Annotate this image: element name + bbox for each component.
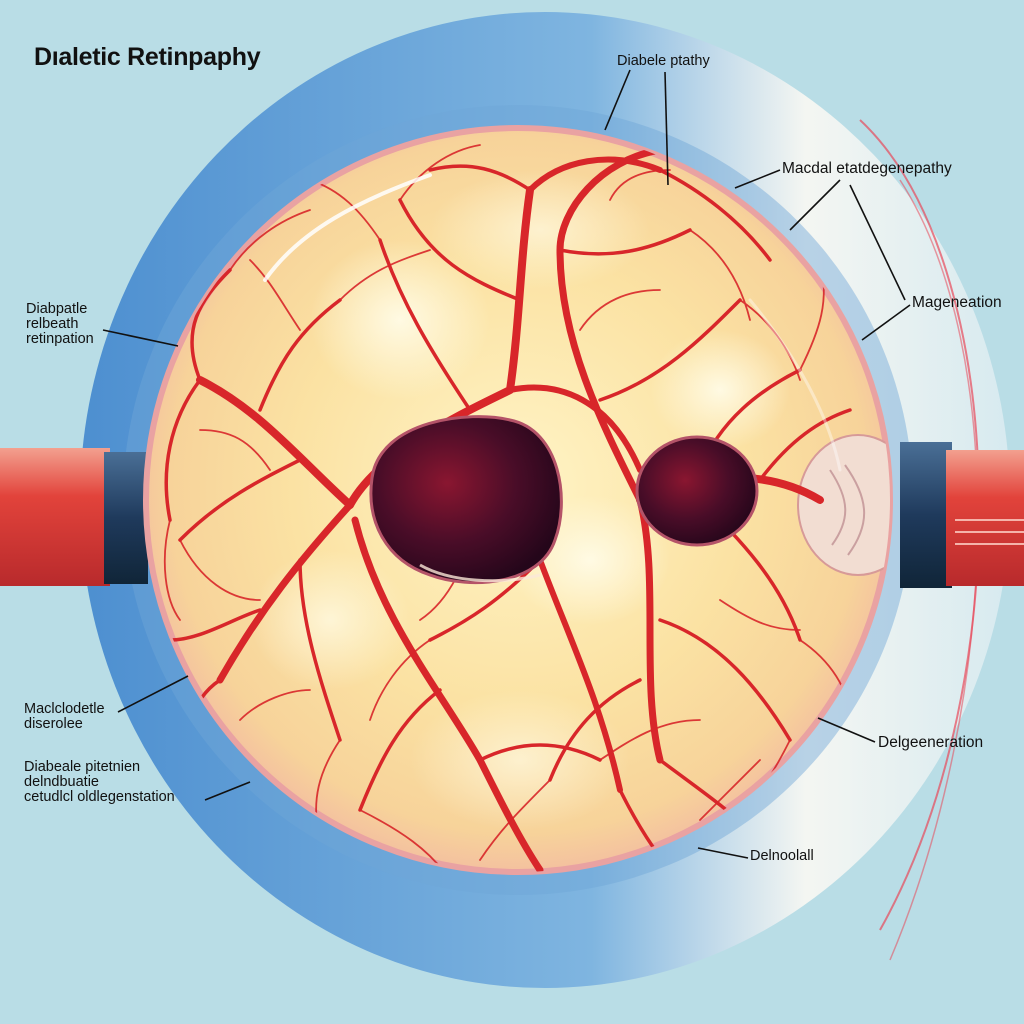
diagram-title: Dıaletic Retinpaphy [34, 43, 261, 71]
right-connector [900, 442, 1024, 588]
label-top-center: Diabele ptathy [617, 53, 710, 69]
label-right-mid: Mageneation [912, 294, 1002, 311]
leader-lines [102, 69, 911, 859]
label-bottom-right: Delnoolall [750, 848, 814, 864]
label-left-upper: Diabpatle relbeath retinpation [26, 301, 94, 348]
left-connector [0, 448, 148, 586]
label-right-lower: Delgeeneration [878, 734, 984, 751]
small-dark-lesion [635, 435, 759, 547]
label-top-right: Macdal etatdegenepathy [782, 160, 952, 177]
large-dark-lesion [369, 415, 563, 585]
label-left-bottom: Diabeale pitetnien delndbuatie cetudlcl … [24, 759, 175, 806]
label-left-lower: Maclclodetle diserolee [24, 701, 105, 733]
